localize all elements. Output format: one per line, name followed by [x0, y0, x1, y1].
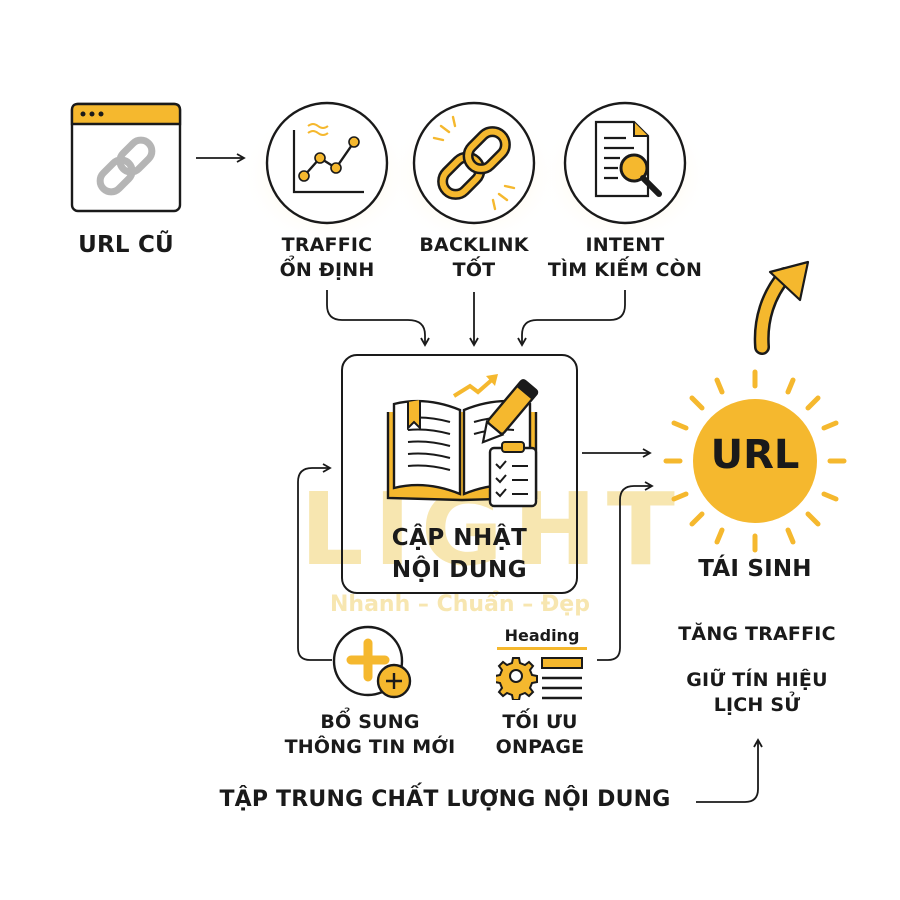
- factor-backlink-line1: BACKLINK: [419, 234, 529, 256]
- factor-backlink-label: BACKLINK TỐT: [394, 233, 554, 283]
- arrow-footer-to-benefits: [696, 738, 763, 803]
- benefit-history: GIỮ TÍN HIỆU LỊCH SỬ: [652, 668, 862, 718]
- url-sun-icon: [662, 368, 848, 554]
- onpage-icon: [494, 652, 588, 701]
- center-label-line2: NỘI DUNG: [391, 557, 528, 583]
- intent-icon: [562, 100, 688, 226]
- reborn-label: TÁI SINH: [698, 556, 812, 582]
- factor-traffic-line2: ỔN ĐỊNH: [279, 259, 375, 281]
- arrow-traffic-to-center: [326, 290, 430, 347]
- growth-arrow-icon: [753, 260, 810, 355]
- support-onpage-label: TỐI ƯU ONPAGE: [470, 710, 610, 760]
- book-pencil-icon: [382, 370, 542, 510]
- factor-intent-line1: INTENT: [585, 234, 665, 256]
- arrow-onpage-to-url: [597, 481, 654, 661]
- arrow-intent-to-center: [517, 290, 626, 347]
- benefit-history-line1: GIỮ TÍN HIỆU: [686, 669, 828, 691]
- traffic-icon: [264, 100, 390, 226]
- add-info-icon: [330, 625, 412, 701]
- benefit-history-line2: LỊCH SỬ: [713, 694, 801, 716]
- support-onpage-line1: TỐI ƯU: [502, 711, 578, 733]
- benefit-traffic: TĂNG TRAFFIC: [678, 623, 836, 645]
- factor-intent-line2: TÌM KIẾM CÒN: [547, 259, 703, 281]
- arrow-add-info-loop: [297, 463, 332, 661]
- factor-intent-label: INTENT TÌM KIẾM CÒN: [540, 233, 710, 283]
- backlink-icon: [411, 100, 537, 226]
- factor-traffic-label: TRAFFIC ỔN ĐỊNH: [247, 233, 407, 283]
- old-url-icon: [70, 102, 182, 214]
- factor-backlink-line2: TỐT: [452, 259, 496, 281]
- support-add-info-line1: BỔ SUNG: [320, 711, 420, 733]
- heading-tag: Heading: [497, 625, 587, 650]
- center-label: CẬP NHẬT NỘI DUNG: [341, 522, 578, 586]
- old-url-label: URL CŨ: [78, 232, 174, 258]
- support-add-info-line2: THÔNG TIN MỚI: [284, 736, 456, 758]
- update-content-box: [341, 354, 578, 594]
- support-add-info-label: BỔ SUNG THÔNG TIN MỚI: [270, 710, 470, 760]
- center-label-line1: CẬP NHẬT: [391, 525, 528, 551]
- footer-text: TẬP TRUNG CHẤT LƯỢNG NỘI DUNG: [219, 787, 671, 812]
- watermark-tagline: Nhanh – Chuẩn – Đẹp: [330, 592, 590, 617]
- factor-traffic-line1: TRAFFIC: [281, 234, 373, 256]
- url-sun-text: URL: [710, 432, 800, 478]
- support-onpage-line2: ONPAGE: [495, 736, 585, 758]
